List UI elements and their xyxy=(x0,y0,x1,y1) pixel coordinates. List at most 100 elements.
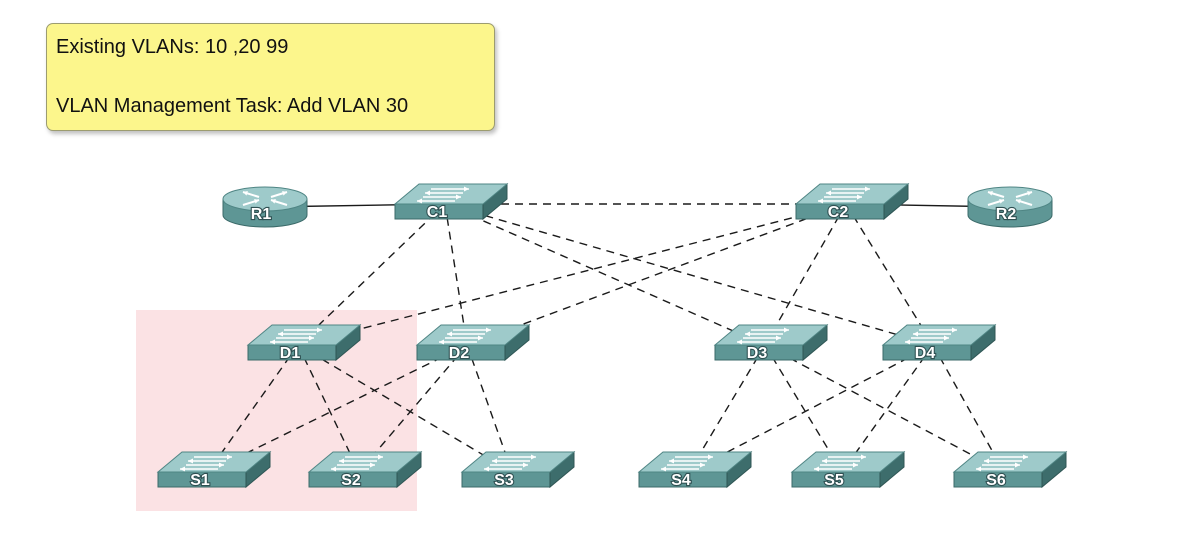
link-c2-d4 xyxy=(845,203,934,346)
switch-icon xyxy=(307,450,423,489)
link-d2-s1 xyxy=(207,344,468,473)
switch-arrowhead xyxy=(865,186,870,192)
device-label-d4: D4 xyxy=(915,345,936,362)
switch-top-face xyxy=(156,451,272,473)
router-arrowhead xyxy=(988,191,993,196)
switch-arrowhead xyxy=(822,458,827,464)
switch-arrowhead xyxy=(331,466,336,472)
router-r2: R2 xyxy=(967,186,1053,228)
switch-arrowhead xyxy=(1023,454,1028,460)
switch-arrowhead xyxy=(669,458,674,464)
switch-arrowhead xyxy=(219,462,224,468)
switch-icon xyxy=(637,450,753,489)
switch-top-face xyxy=(637,451,753,473)
vlan-task-text: VLAN Management Task: Add VLAN 30 xyxy=(56,95,409,117)
switch-arrowhead xyxy=(784,327,789,333)
switch-d2: D2 xyxy=(415,323,531,363)
router-arrowhead xyxy=(999,199,1004,204)
switch-s6: S6 xyxy=(952,450,1068,490)
switch-icon xyxy=(415,323,531,362)
switch-c1: C1 xyxy=(393,182,509,222)
link-c1-d2 xyxy=(444,203,468,346)
switch-arrowhead xyxy=(370,462,375,468)
device-label-c2: C2 xyxy=(828,204,849,221)
link-c2-d1 xyxy=(297,203,847,346)
switch-arrowhead xyxy=(776,335,781,341)
switch-arrowhead xyxy=(857,194,862,200)
router-arrowhead xyxy=(254,199,259,204)
switch-top-face xyxy=(307,451,423,473)
switch-arrowhead xyxy=(417,198,422,204)
router-r1: R1 xyxy=(222,186,308,228)
switch-arrowhead xyxy=(486,327,491,333)
router-arrowhead xyxy=(243,191,248,196)
switch-arrowhead xyxy=(278,331,283,337)
switch-d3: D3 xyxy=(713,323,829,363)
switch-d4: D4 xyxy=(881,323,997,363)
switch-arrowhead xyxy=(317,327,322,333)
device-label-s2: S2 xyxy=(341,472,361,489)
switch-icon xyxy=(713,323,829,362)
switch-arrowhead xyxy=(378,454,383,460)
switch-icon xyxy=(460,450,576,489)
switch-arrowhead xyxy=(976,466,981,472)
router-icon xyxy=(222,186,308,228)
switch-icon xyxy=(156,450,272,489)
link-d4-s5 xyxy=(841,344,934,473)
device-label-s5: S5 xyxy=(824,472,844,489)
link-d4-s6 xyxy=(932,344,1005,473)
switch-c2: C2 xyxy=(794,182,910,222)
switch-arrowhead xyxy=(523,462,528,468)
switch-s2: S2 xyxy=(307,450,423,490)
switch-s3: S3 xyxy=(460,450,576,490)
switch-arrowhead xyxy=(309,335,314,341)
device-label-s6: S6 xyxy=(986,472,1006,489)
switch-arrowhead xyxy=(227,454,232,460)
switch-arrowhead xyxy=(661,466,666,472)
switch-arrowhead xyxy=(826,190,831,196)
switch-icon xyxy=(952,450,1068,489)
link-d2-s3 xyxy=(466,344,513,473)
switch-s5: S5 xyxy=(790,450,906,490)
link-d3-s6 xyxy=(764,344,1005,473)
device-label-r2: R2 xyxy=(996,206,1017,223)
switch-arrowhead xyxy=(905,339,910,345)
device-label-c1: C1 xyxy=(427,204,448,221)
switch-icon xyxy=(881,323,997,362)
switch-top-face xyxy=(794,183,910,205)
device-label-s3: S3 xyxy=(494,472,514,489)
switch-arrowhead xyxy=(745,331,750,337)
router-arrowhead xyxy=(282,191,287,196)
link-d1-s1 xyxy=(207,344,299,473)
switch-icon xyxy=(790,450,906,489)
switch-arrowhead xyxy=(737,339,742,345)
switch-arrowhead xyxy=(814,466,819,472)
switch-arrowhead xyxy=(439,339,444,345)
switch-icon xyxy=(794,182,910,221)
switch-top-face xyxy=(393,183,509,205)
switch-arrowhead xyxy=(853,462,858,468)
switch-icon xyxy=(246,323,362,362)
device-label-s1: S1 xyxy=(190,472,210,489)
switch-icon xyxy=(393,182,509,221)
device-label-d2: D2 xyxy=(449,345,470,362)
link-c1-d4 xyxy=(444,203,934,346)
device-label-r1: R1 xyxy=(251,206,272,223)
link-d1-s2 xyxy=(297,344,360,473)
device-label-d3: D3 xyxy=(747,345,768,362)
switch-top-face xyxy=(460,451,576,473)
switch-arrowhead xyxy=(180,466,185,472)
link-c1-d1 xyxy=(297,203,446,346)
switch-arrowhead xyxy=(447,331,452,337)
switch-arrowhead xyxy=(270,339,275,345)
switch-top-face xyxy=(790,451,906,473)
link-d3-s4 xyxy=(688,344,766,473)
device-label-d1: D1 xyxy=(280,345,301,362)
switch-top-face xyxy=(952,451,1068,473)
switch-arrowhead xyxy=(188,458,193,464)
switch-top-face xyxy=(881,324,997,346)
switch-arrowhead xyxy=(700,462,705,468)
task-note: Existing VLANs: 10 ,20 99 VLAN Managemen… xyxy=(46,23,495,131)
switch-d1: D1 xyxy=(246,323,362,363)
